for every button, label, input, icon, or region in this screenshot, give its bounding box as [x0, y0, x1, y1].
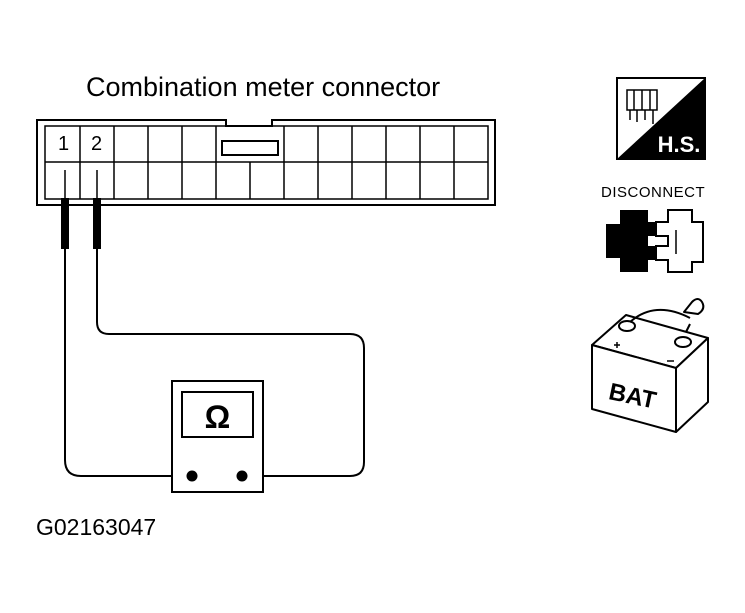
meter-terminal-2: [236, 470, 248, 482]
connector-body: [36, 119, 496, 206]
disconnect-label: DISCONNECT: [601, 184, 706, 201]
probe-1: [61, 170, 69, 249]
ohm-symbol: Ω: [205, 399, 231, 435]
battery-icon: [591, 298, 709, 433]
meter-terminal-1: [186, 470, 198, 482]
hs-label: H.S.: [658, 132, 701, 157]
pin-number-2: 2: [91, 133, 103, 155]
ohmmeter: [171, 380, 264, 493]
harness-side-icon: H.S.: [616, 77, 706, 160]
probe-2: [93, 170, 101, 249]
test-lead-1: [64, 249, 192, 477]
pin-number-1: 1: [58, 133, 70, 155]
test-lead-2: [96, 249, 365, 477]
figure-code: G02163047: [36, 514, 157, 540]
disconnect-icon: [606, 209, 704, 273]
connector-title: Combination meter connector: [86, 72, 441, 102]
